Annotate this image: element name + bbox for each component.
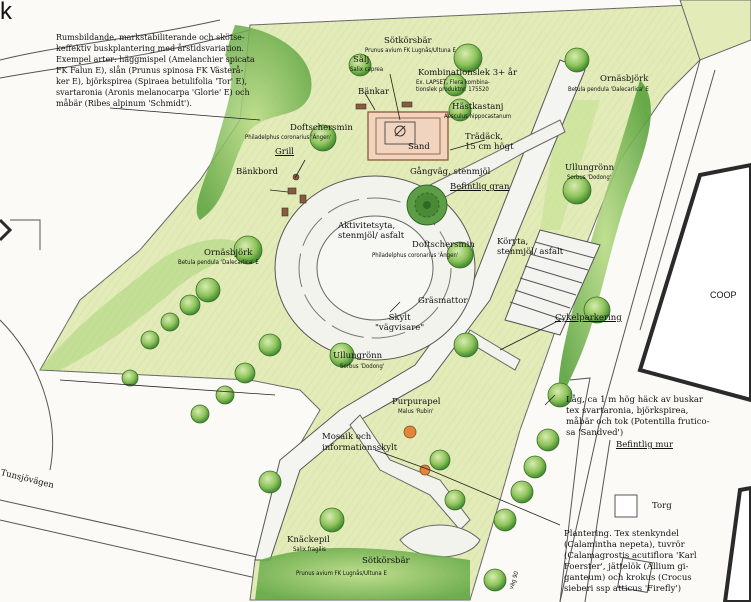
label-sand: Sand: [408, 142, 430, 152]
label-purpurapel: Purpurapel: [392, 397, 441, 407]
label-knackepil-latin: Salix fragilis: [293, 546, 326, 553]
leader-lines: [59, 73, 561, 526]
label-kombi: Kombinationslek 3+ år: [418, 68, 518, 78]
label-coop: COOP: [710, 290, 737, 300]
label-cykelparkering: Cykelparkering: [555, 313, 622, 323]
label-grasmattor: Gräsmattor: [418, 296, 468, 306]
label-ullungronn-left: Ullungrönn: [333, 351, 383, 361]
label-aktivitetsyta: Aktivitetsyta, stenmjöl/ asfalt: [338, 221, 405, 241]
street-lines-right: [559, 59, 716, 602]
label-doftschersmin-mid: Doftschersmin: [412, 240, 475, 250]
label-sotkorsbar-top: Sötkörsbär: [384, 36, 432, 46]
label-koryta: Köryta, stenmjöl/ asfalt: [497, 237, 564, 257]
street-lines: [0, 19, 271, 581]
shrub-belt-right: [558, 80, 651, 400]
label-ullungronn-right: Ullungrönn: [565, 163, 615, 173]
label-hastkastanj-latin: Aesculus hippocastanum: [444, 113, 512, 120]
label-gangvag: Gångväg, stenmjöl: [410, 167, 491, 177]
label-befintlig-mur: Befintlig mur: [616, 440, 674, 450]
label-doftschersmin-mid-latin: Philadelphus coronarius 'Ängen': [372, 252, 459, 259]
bottom-flower-bed: [255, 547, 470, 600]
label-ornasbjork-right: Ornäsbjörk: [600, 74, 649, 84]
label-sotkorsbar-bottom-latin: Prunus avium FK Lugnås/Ultuna E: [296, 570, 387, 577]
label-mosaik: Mosaik och informationsskylt: [322, 432, 398, 453]
label-tradack: Trädäck, 15 cm högt: [465, 132, 514, 152]
label-ullungronn-right-latin: Sorbus 'Dodong': [567, 174, 612, 181]
label-doftschersmin-top-latin: Philadelphus coronarius 'Ängen': [245, 134, 332, 141]
parking-stalls: [504, 229, 601, 336]
play-area: [367, 111, 449, 161]
label-purpurapel-latin: Malus 'Rubin': [398, 408, 434, 415]
footpaths: [349, 119, 566, 558]
label-bankbord: Bänkbord: [236, 167, 279, 177]
intro-text: Rumsbildande, markstabiliterande och skö…: [56, 33, 255, 108]
label-ornasbjork-left: Ornäsbjörk: [204, 248, 253, 258]
label-salj: Sälj: [353, 55, 370, 65]
label-bankar: Bänkar: [358, 87, 390, 97]
label-ornasbjork-left-latin: Betula pendula 'Dalecarlica' E: [178, 259, 259, 266]
label-sotkorsbar-top-latin: Prunus avium FK Lugnås/Ultuna E: [365, 47, 456, 54]
existing-spruce: [406, 184, 448, 226]
label-doftschersmin-top: Doftschersmin: [290, 123, 353, 133]
label-ornasbjork-right-latin: Betula pendula 'Dalecarlica' E: [568, 86, 649, 93]
trees: [121, 43, 611, 592]
label-ullungronn-left-latin: Sorbus 'Dodong': [340, 363, 385, 370]
label-salj-latin: Salix caprea: [350, 66, 384, 73]
top-right-grass: [679, 0, 751, 61]
label-plantering: Plantering. Tex stenkyndel (Calamintha n…: [564, 529, 697, 594]
label-kombi-sub: Ex. LAPSET, Flera kombina- tionslek prod…: [416, 79, 490, 93]
buildings: [0, 162, 751, 602]
label-torg: Torg: [652, 501, 672, 511]
shrub-belt-left: [196, 25, 312, 220]
label-hastkastanj: Hästkastanj: [452, 102, 504, 112]
corner-letter: k: [0, 0, 12, 25]
label-sotkorsbar-bottom: Sötkörsbär: [362, 556, 410, 566]
label-skylt: Skylt "vägvisare": [375, 313, 425, 333]
label-befintlig-gran: Befintlig gran: [450, 182, 510, 192]
label-knackepil: Knäckepil: [287, 535, 330, 545]
label-hack: Låg, ca 1 m hög häck av buskar tex svart…: [566, 395, 710, 438]
label-grill: Grill: [275, 147, 295, 157]
